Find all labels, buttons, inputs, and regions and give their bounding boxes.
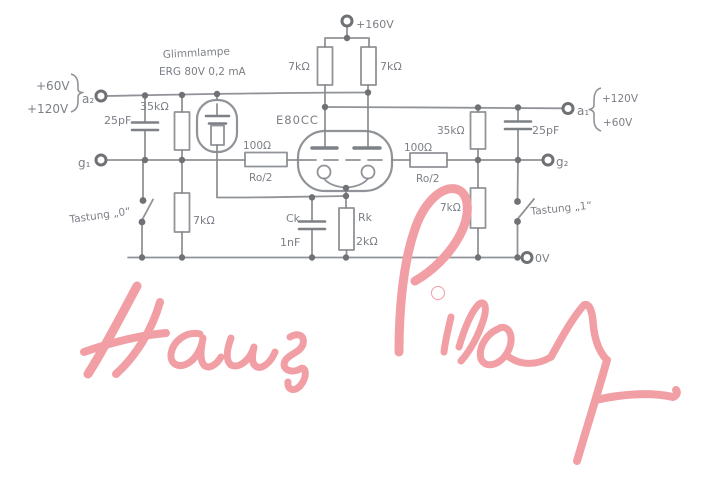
label-res-35k-left: 35kΩ — [140, 100, 169, 113]
signature-hans-piloty — [80, 184, 681, 465]
resistor-rk — [338, 207, 355, 251]
labels: +60V +120V a₂ g₁ 25pF 35kΩ Glimmlampe ER… — [27, 18, 639, 265]
label-res-100-left-name: Ro/2 — [249, 172, 272, 184]
terminal-g2 — [541, 153, 555, 167]
label-ground-0v: 0V — [535, 252, 550, 265]
label-tube-type: E80CC — [276, 113, 319, 127]
label-left-supply-top: +60V — [36, 79, 70, 93]
resistor-35k-left — [173, 111, 191, 151]
label-right-supply-bottom: +60V — [603, 117, 633, 129]
label-right-supply-top: +120V — [602, 93, 639, 105]
label-terminal-g2: g₂ — [556, 155, 569, 169]
wire-cathode-horizontal — [217, 195, 347, 199]
resistor-100-left — [244, 151, 288, 168]
resistor-anode-left — [316, 46, 334, 86]
tube-envelope — [296, 129, 394, 193]
label-switch-left: Tastung „0“ — [68, 206, 132, 227]
wire-anode-to-a1 — [324, 106, 563, 110]
terminal-g1 — [94, 153, 108, 167]
resistor-100-right — [409, 152, 448, 168]
label-res-7k-right: 7kΩ — [440, 202, 461, 214]
label-res-anode-left: 7kΩ — [288, 60, 310, 73]
label-ck-value: 1nF — [280, 236, 300, 249]
wire-ground-bus — [127, 256, 522, 259]
label-rk-value: 2kΩ — [356, 235, 378, 248]
label-cap-right: 25pF — [532, 124, 559, 137]
brace-right — [588, 87, 602, 132]
terminal-0v — [520, 251, 534, 264]
tube-cathode-left — [316, 164, 332, 180]
junction-dots — [138, 34, 522, 261]
label-rk-name: Rk — [358, 211, 373, 224]
label-res-anode-right: 7kΩ — [380, 60, 402, 73]
wire-switch-right — [516, 159, 519, 259]
label-glow-line1: Glimmlampe — [163, 45, 231, 60]
resistor-7k-left — [173, 192, 191, 233]
capacitor-25pf-right — [503, 120, 533, 131]
label-res-100-right: 100Ω — [404, 142, 432, 154]
label-supply-160: +160V — [356, 18, 394, 31]
terminal-a2 — [94, 89, 108, 103]
label-res-7k-left: 7kΩ — [193, 214, 215, 227]
switch-right-arm — [515, 198, 535, 222]
switch-left-arm — [140, 198, 154, 222]
resistor-anode-right — [360, 46, 377, 86]
label-terminal-g1: g₁ — [78, 156, 91, 170]
label-ck-name: Ck — [286, 212, 301, 225]
wire-switch-left — [141, 159, 144, 259]
label-terminal-a1: a₁ — [577, 104, 589, 118]
brace-left — [70, 73, 84, 113]
resistor-35k-right — [469, 111, 487, 150]
capacitor-25pf-left — [130, 121, 160, 132]
resistor-7k-right — [469, 187, 487, 229]
glow-lamp — [195, 98, 239, 154]
wire-a2-bus — [105, 91, 368, 97]
wire-cathode-left — [323, 177, 345, 189]
label-terminal-a2: a₂ — [82, 92, 94, 106]
label-glow-line2: ERG 80V 0,2 mA — [159, 66, 247, 78]
terminal-160v — [340, 14, 354, 28]
tube-e80cc — [296, 129, 394, 193]
capacitor-ck — [297, 220, 327, 231]
terminal-a1 — [561, 102, 575, 115]
label-left-supply-bottom: +120V — [27, 102, 69, 116]
label-res-100-right-name: Ro/2 — [416, 173, 439, 185]
label-switch-right: Tastung „1“ — [529, 200, 592, 218]
tube-cathode-right — [360, 164, 376, 180]
label-res-100-left: 100Ω — [243, 140, 271, 152]
wire-cathode-right — [347, 177, 369, 189]
label-cap-left: 25pF — [104, 114, 131, 127]
label-res-35k-right: 35kΩ — [437, 125, 464, 137]
